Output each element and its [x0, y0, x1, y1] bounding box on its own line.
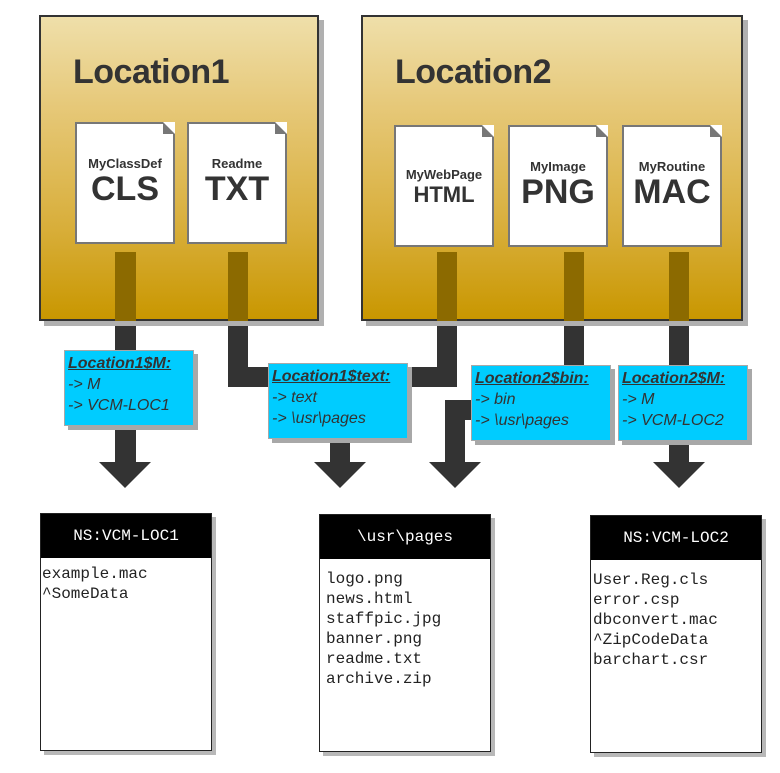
mapping-box: Location1$M: -> M -> VCM-LOC1	[64, 350, 194, 426]
connector-cls-inner	[115, 252, 136, 321]
list-item[interactable]: readme.txt	[326, 650, 423, 668]
document-name: MyImage	[530, 159, 586, 174]
connector-mac-inner	[669, 252, 689, 321]
target-directory-usr-pages: \usr\pages logo.png news.html staffpic.j…	[319, 514, 491, 752]
document-name: MyClassDef	[88, 156, 162, 171]
document-name: Readme	[211, 156, 263, 171]
document-icon[interactable]: MyImage PNG	[508, 125, 608, 247]
target-namespace-vcm-loc1: NS:VCM-LOC1 example.mac ^SomeData	[40, 513, 212, 751]
document-type: TXT	[204, 170, 270, 208]
list-item[interactable]: User.Reg.cls	[593, 571, 709, 589]
target-header: NS:VCM-LOC2	[591, 516, 761, 560]
arrow-down-icon	[99, 462, 151, 488]
mapping-line: -> M	[622, 391, 655, 408]
document-type: PNG	[521, 173, 595, 211]
list-item[interactable]: news.html	[326, 590, 413, 608]
document-icon[interactable]: Readme TXT	[187, 122, 287, 244]
mapping-line: -> M	[68, 376, 101, 393]
connector-bin-down	[445, 400, 465, 462]
mapping-line: -> VCM-LOC1	[68, 397, 170, 414]
connector-png-inner	[564, 252, 584, 321]
connector-txt-inner	[228, 252, 248, 321]
document-icon[interactable]: MyRoutine MAC	[622, 125, 722, 247]
mapping-box: Location2$bin: -> bin -> \usr\pages	[471, 365, 611, 441]
document-type: CLS	[91, 170, 159, 208]
document-icon[interactable]: MyWebPage HTML	[394, 125, 494, 247]
arrow-down-icon	[653, 462, 705, 488]
mapping-title: Location1$text:	[272, 368, 391, 385]
mapping-title: Location2$M:	[622, 370, 726, 387]
list-item[interactable]: archive.zip	[326, 670, 432, 688]
mapping-line: -> bin	[475, 391, 516, 408]
connector-html-inner	[437, 252, 457, 321]
document-type: HTML	[413, 182, 475, 207]
list-item[interactable]: dbconvert.mac	[593, 611, 718, 629]
list-item[interactable]: error.csp	[593, 591, 680, 609]
list-item[interactable]: barchart.csr	[593, 651, 709, 669]
location-title: Location1	[73, 53, 230, 91]
mapping-line: -> text	[272, 389, 317, 406]
list-item[interactable]: banner.png	[326, 630, 423, 648]
mapping-line: -> VCM-LOC2	[622, 412, 724, 429]
arrow-down-icon	[314, 462, 366, 488]
document-type: MAC	[633, 173, 711, 211]
document-name: MyWebPage	[405, 167, 483, 182]
target-namespace-vcm-loc2: NS:VCM-LOC2 User.Reg.cls error.csp dbcon…	[590, 515, 762, 753]
mapping-line: -> \usr\pages	[272, 410, 366, 427]
target-header: \usr\pages	[320, 515, 490, 559]
location2-box: Location2 MyWebPage HTML MyImage PNG MyR…	[361, 15, 743, 321]
list-item[interactable]: staffpic.jpg	[326, 610, 442, 628]
mapping-title: Location1$M:	[68, 355, 172, 372]
mapping-box: Location1$text: -> text -> \usr\pages	[268, 363, 408, 439]
document-name: MyRoutine	[638, 159, 706, 174]
list-item[interactable]: ^ZipCodeData	[593, 631, 709, 649]
connector-html-horizontal	[400, 367, 457, 387]
mapping-line: -> \usr\pages	[475, 412, 569, 429]
mapping-title: Location2$bin:	[475, 370, 589, 387]
location1-box: Location1 MyClassDef CLS Readme TXT	[39, 15, 319, 321]
list-item[interactable]: example.mac	[42, 565, 148, 583]
document-icon[interactable]: MyClassDef CLS	[75, 122, 175, 244]
target-header: NS:VCM-LOC1	[41, 514, 211, 558]
arrow-down-icon	[429, 462, 481, 488]
list-item[interactable]: ^SomeData	[42, 585, 129, 603]
location-title: Location2	[395, 53, 552, 91]
mapping-box: Location2$M: -> M -> VCM-LOC2	[618, 365, 748, 441]
list-item[interactable]: logo.png	[326, 570, 403, 588]
